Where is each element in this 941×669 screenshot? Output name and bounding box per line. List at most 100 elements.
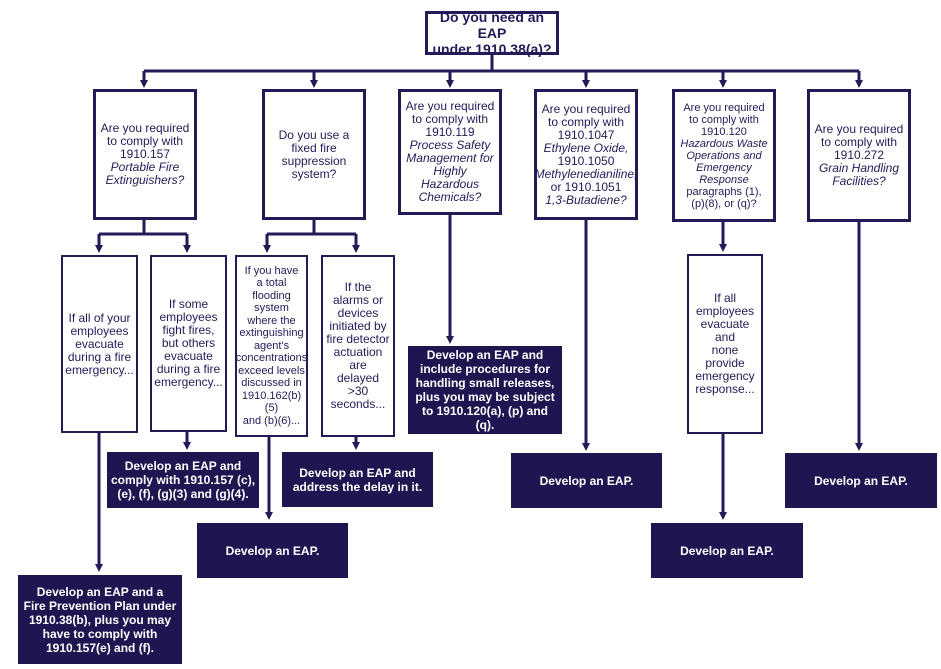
outcome-text: Develop an EAP. bbox=[814, 473, 908, 488]
condition-delayed-alarms: If the alarms or devices initiated by fi… bbox=[321, 255, 395, 437]
condition-text: emergency bbox=[695, 369, 755, 383]
condition-text: seconds... bbox=[330, 397, 386, 411]
outcome-text: include procedures for bbox=[419, 362, 551, 376]
question-text: 1910.120 bbox=[701, 125, 747, 138]
question-text: to comply with bbox=[106, 134, 184, 148]
question-standard-title: Emergency bbox=[696, 161, 752, 174]
condition-some-fight-fires: If some employees fight fires, but other… bbox=[150, 255, 227, 432]
question-standard-title: Methylenedianiline, bbox=[534, 166, 638, 181]
condition-text: 1910.162(b)(5) bbox=[241, 389, 302, 415]
outcome-text: comply with 1910.157 (c), bbox=[110, 473, 256, 487]
question-standard-title: Facilities? bbox=[832, 174, 886, 188]
condition-text: discussed in bbox=[241, 377, 302, 390]
condition-text: extinguishing bbox=[239, 327, 304, 340]
condition-text: emergency... bbox=[154, 375, 223, 389]
condition-text: evacuate bbox=[75, 336, 124, 351]
outcome-text: Develop an EAP. bbox=[539, 473, 634, 488]
condition-text: exceed levels bbox=[238, 364, 305, 377]
condition-all-evacuate: If all of your employees evacuate during… bbox=[61, 255, 138, 433]
question-text: Do you use a bbox=[278, 127, 350, 142]
question-text: 1910.157 bbox=[119, 147, 171, 161]
root-question-line: Do you need an EAP bbox=[439, 9, 545, 41]
question-text: 1910.272 bbox=[833, 148, 885, 162]
condition-text: system bbox=[254, 302, 289, 315]
question-standard-title: Operations and bbox=[686, 149, 762, 162]
question-text: to comply with bbox=[547, 114, 625, 129]
condition-text: employees bbox=[159, 310, 218, 324]
condition-text: employees bbox=[695, 304, 755, 318]
outcome-text: 1910.38(b), plus you may bbox=[28, 612, 172, 627]
question-text: to comply with bbox=[820, 135, 898, 149]
question-standard-title: 1,3-Butadiene? bbox=[545, 192, 627, 207]
condition-text: agent's bbox=[253, 339, 290, 352]
outcome-fire-prevention-plan: Develop an EAP and a Fire Prevention Pla… bbox=[18, 575, 182, 664]
question-text: system? bbox=[291, 166, 337, 181]
question-1910-157: Are you required to comply with 1910.157… bbox=[93, 89, 197, 220]
condition-text: flooding bbox=[252, 289, 291, 302]
condition-text: If the bbox=[344, 280, 372, 294]
outcome-text: 1910.157(e) and (f). bbox=[45, 640, 155, 655]
condition-text: and bbox=[714, 330, 736, 344]
question-text: or 1910.1051 bbox=[550, 179, 622, 194]
condition-text: where the bbox=[247, 314, 296, 327]
condition-text: during a fire bbox=[156, 362, 221, 376]
question-text: Are you required bbox=[405, 99, 495, 113]
outcome-272-eap: Develop an EAP. bbox=[785, 453, 937, 508]
question-standard-title: Process Safety bbox=[409, 138, 491, 152]
condition-text: fire detector bbox=[326, 332, 390, 346]
outcome-text: Develop an EAP. bbox=[680, 543, 774, 558]
outcome-text: Develop an EAP and bbox=[426, 348, 544, 362]
condition-text: If all of your bbox=[68, 310, 131, 325]
question-1910-1047: Are you required to comply with 1910.104… bbox=[534, 89, 638, 220]
outcome-text: Fire Prevention Plan under bbox=[23, 598, 177, 613]
question-text: 1910.1047 bbox=[557, 127, 615, 142]
condition-text: during a fire bbox=[67, 349, 132, 364]
condition-text: provide bbox=[705, 356, 745, 370]
question-text: (p)(8), or (q)? bbox=[691, 197, 757, 210]
question-fixed-suppression: Do you use a fixed fire suppression syst… bbox=[262, 89, 366, 220]
question-text: Are you required bbox=[541, 101, 631, 116]
outcome-text: Develop an EAP and bbox=[124, 459, 242, 473]
question-1910-272: Are you required to comply with 1910.272… bbox=[807, 89, 911, 222]
question-standard-title: Ethylene Oxide, bbox=[543, 140, 629, 155]
outcome-comply-157: Develop an EAP and comply with 1910.157 … bbox=[107, 452, 259, 508]
condition-text: and (b)(6)... bbox=[242, 414, 301, 427]
outcome-text: Develop an EAP. bbox=[225, 543, 320, 558]
question-standard-title: Response bbox=[699, 173, 749, 186]
condition-text: none bbox=[711, 343, 739, 357]
condition-text: concentrations bbox=[235, 352, 308, 365]
question-standard-title: Portable Fire bbox=[110, 160, 180, 174]
question-text: Are you required bbox=[100, 121, 190, 135]
condition-text: a total bbox=[256, 277, 287, 290]
outcome-text: handling small releases, bbox=[415, 376, 555, 390]
question-standard-title: Highly Hazardous bbox=[420, 164, 480, 191]
question-text: 1910.1050 bbox=[557, 153, 615, 168]
outcome-address-delay: Develop an EAP and address the delay in … bbox=[282, 452, 433, 507]
outcome-1047-eap: Develop an EAP. bbox=[511, 453, 662, 508]
question-standard-title: Grain Handling bbox=[818, 161, 900, 175]
question-text: Are you required bbox=[683, 101, 765, 114]
question-text: Are you required bbox=[814, 122, 904, 136]
condition-text: evacuate bbox=[700, 317, 750, 331]
outcome-small-releases: Develop an EAP and include procedures fo… bbox=[408, 346, 562, 434]
outcome-120-eap: Develop an EAP. bbox=[651, 523, 803, 578]
question-standard-title: Management for bbox=[406, 151, 494, 165]
condition-text: evacuate bbox=[164, 349, 213, 363]
outcome-text: (e), (f), (g)(3) and (g)(4). bbox=[117, 487, 249, 501]
question-text: paragraphs (1), bbox=[686, 185, 762, 198]
condition-text: If all bbox=[713, 291, 736, 305]
condition-text: response... bbox=[695, 382, 755, 396]
question-standard-title: Extinguishers? bbox=[105, 173, 185, 187]
outcome-text: Develop an EAP and a bbox=[36, 584, 164, 599]
condition-text: initiated by bbox=[329, 319, 387, 333]
outcome-text: Develop an EAP and bbox=[299, 465, 416, 480]
condition-total-flooding: If you have a total flooding system wher… bbox=[235, 255, 308, 437]
question-text: to comply with bbox=[689, 113, 759, 126]
question-standard-title: Chemicals? bbox=[418, 190, 482, 204]
condition-text: delayed >30 bbox=[336, 371, 380, 398]
root-question-line: under 1910.38(a)? bbox=[432, 41, 552, 57]
outcome-text: have to comply with bbox=[42, 626, 158, 641]
outcome-text: to 1910.120(a), (p) and (q). bbox=[421, 404, 549, 432]
root-question-box: Do you need an EAP under 1910.38(a)? bbox=[425, 9, 559, 57]
